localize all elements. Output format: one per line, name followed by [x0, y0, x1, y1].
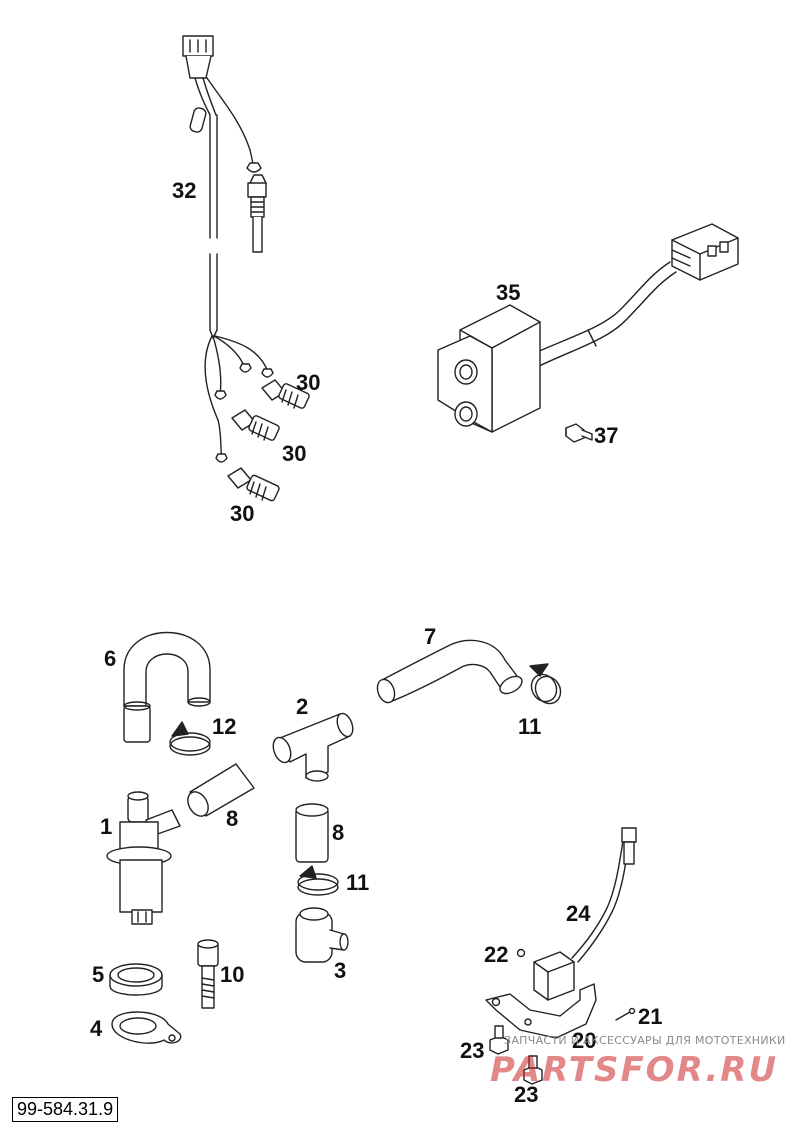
- callout-12: 12: [212, 714, 237, 739]
- callout-30-c: 30: [230, 501, 255, 526]
- callout-24: 24: [566, 901, 591, 926]
- part-4-gasket: [111, 1011, 182, 1044]
- part-7-bent-hose: [376, 639, 523, 704]
- part-30-sensor-bottom: [227, 467, 280, 502]
- part-8-hose-right: [295, 803, 329, 863]
- part-23-bolt-lower: [523, 1055, 543, 1085]
- callout-6: 6: [104, 646, 117, 671]
- callout-1: 1: [100, 814, 113, 839]
- reference-number: 99-584.31.9: [12, 1097, 119, 1122]
- part-2-t-piece: [272, 712, 354, 782]
- part-30-sensor-top: [261, 379, 310, 409]
- part-37-screw: [565, 423, 593, 443]
- callout-8-a: 8: [226, 806, 239, 831]
- part-21-screw: [615, 1007, 636, 1021]
- callout-11-b: 11: [346, 870, 370, 895]
- watermark-logo: PARTSFOR.RU: [490, 1050, 779, 1090]
- callout-2: 2: [296, 694, 309, 719]
- part-24-sensor-block: [533, 951, 575, 1001]
- callout-32: 32: [172, 178, 197, 203]
- part-11-clamp-lower: [297, 865, 339, 896]
- callout-21: 21: [638, 1004, 663, 1029]
- part-23-bolt-upper: [489, 1025, 509, 1055]
- part-8-hose-left: [187, 763, 255, 817]
- part-35-control-unit: [437, 223, 739, 433]
- callout-4: 4: [90, 1016, 103, 1041]
- callout-23-b: 23: [514, 1082, 539, 1107]
- part-12-hose-clamp: [169, 721, 211, 756]
- part-20-bracket: [485, 983, 597, 1039]
- watermark-caption: ЗАПЧАСТИ И АКСЕССУАРЫ ДЛЯ МОТОТЕХНИКИ: [504, 1034, 786, 1047]
- part-30-sensor-middle: [231, 409, 280, 441]
- callout-22: 22: [484, 942, 509, 967]
- part-1-valve: [106, 791, 181, 925]
- callout-30-a: 30: [296, 370, 321, 395]
- part-10-bolt: [197, 939, 219, 1009]
- part-6-u-hose: [123, 631, 211, 743]
- callout-3: 3: [334, 958, 347, 983]
- part-32-harness: [182, 35, 274, 463]
- callout-30-b: 30: [282, 441, 307, 466]
- callout-8-b: 8: [332, 820, 345, 845]
- callout-37: 37: [594, 423, 619, 448]
- part-5-ring: [109, 963, 163, 996]
- callout-35: 35: [496, 280, 521, 305]
- callout-7: 7: [424, 624, 437, 649]
- part-3-elbow: [295, 907, 349, 963]
- callout-10: 10: [220, 962, 245, 987]
- part-24-cable: [571, 827, 637, 963]
- callout-5: 5: [92, 962, 105, 987]
- part-11-clamp-upper: [529, 663, 562, 705]
- part-22-nut: [516, 948, 526, 958]
- callout-20: 20: [572, 1028, 597, 1053]
- callout-23-a: 23: [460, 1038, 485, 1063]
- callout-11-a: 11: [518, 714, 542, 739]
